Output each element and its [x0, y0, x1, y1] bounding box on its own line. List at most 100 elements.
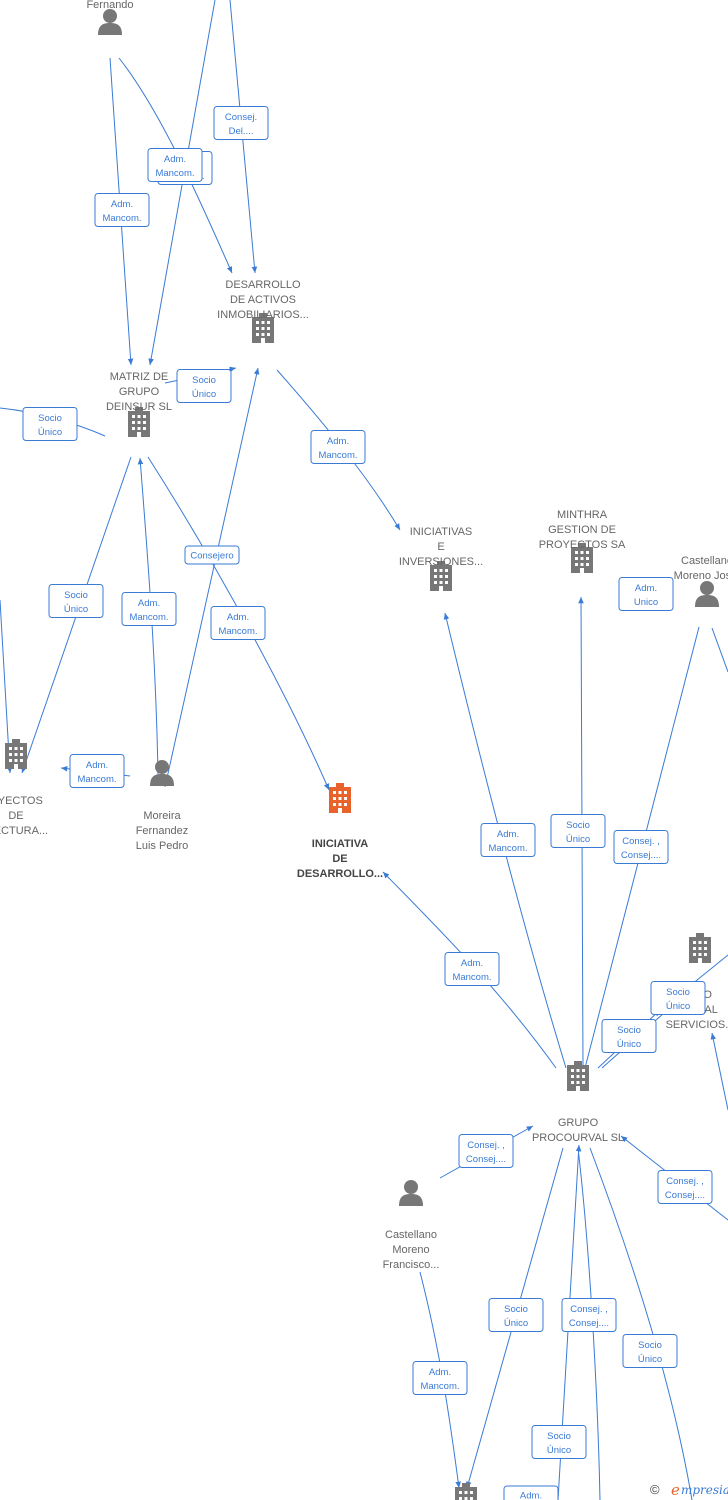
edge-label[interactable]: Consej. ,Consej.... [613, 830, 669, 864]
node-iniciativa-desarrollo[interactable]: INICIATIVADEDESARROLLO... [297, 783, 383, 880]
node-label-line: GESTION DE [548, 524, 616, 536]
edge-label-box [488, 1298, 544, 1332]
node-label-line: DEINSUR SL [106, 401, 172, 413]
edge-label-text: Consej.... [466, 1154, 506, 1165]
edge-label-text: Socio [666, 987, 690, 998]
building-icon [689, 933, 711, 963]
edge-label-text: Consejero [190, 551, 233, 562]
edge-label-box [657, 1170, 713, 1204]
edge-label-text: Consej. , [570, 1304, 608, 1315]
node-label-line: ITECTURA... [0, 825, 48, 837]
edge-label[interactable]: Consej. , Consej.... [458, 1134, 514, 1168]
edge-label-text: Adm. [164, 154, 186, 165]
node-label-line: INICIATIVAS [410, 526, 473, 538]
edge-label[interactable]: Adm. Unico [618, 577, 674, 611]
node-proyectos-arq[interactable]: OYECTOSDEITECTURA... [0, 739, 48, 837]
edge-label[interactable]: Adm.Mancom. [210, 606, 266, 640]
edge-label[interactable]: Adm.Mancom. [121, 592, 177, 626]
node-label-line: Moreno [392, 1244, 429, 1256]
edge-label-text: Del.... [229, 126, 254, 137]
edge-label-text: Adm. [138, 598, 160, 609]
edge-label-box [121, 592, 177, 626]
edge-label[interactable]: Adm.Mancom. [412, 1361, 468, 1395]
edge-label[interactable]: Adm.Mancom. [147, 148, 203, 182]
edge-label-text: Mancom. [77, 774, 116, 785]
edge-label[interactable]: Adm. [503, 1485, 559, 1500]
edge-label[interactable]: Consej.Del.... [213, 106, 269, 140]
edge-label-text: Unico [634, 597, 658, 608]
edge-label-text: Socio [192, 375, 216, 386]
edge-label[interactable]: Adm.Mancom. [94, 193, 150, 227]
edge-label-text: Adm. [635, 583, 657, 594]
edge-label[interactable]: Adm.Mancom. [69, 754, 125, 788]
edge-label[interactable]: Consej. ,Consej.... [561, 1298, 617, 1332]
edge-label-box [561, 1298, 617, 1332]
edge-label-text: Mancom. [420, 1381, 459, 1392]
edge-line [710, 1032, 728, 1111]
edge-label-box [48, 584, 104, 618]
node-label-line: Moreira [143, 810, 181, 822]
edge-label-box [531, 1425, 587, 1459]
edge-label-box [310, 430, 366, 464]
brand-watermark: © e mpresia [650, 1481, 728, 1499]
edge-label[interactable]: Adm.Mancom. [310, 430, 366, 464]
edge-label-text: Adm. [327, 436, 349, 447]
node-fernando[interactable]: Fernando [86, 0, 134, 35]
copyright-symbol: © [650, 1482, 660, 1497]
edge-label-text: Socio [566, 820, 590, 831]
edge-label-text: Único [504, 1318, 528, 1329]
edge-label-box [650, 981, 706, 1015]
person-icon [695, 581, 719, 607]
edge-label-text: Consej.... [665, 1190, 705, 1201]
building-icon [567, 1061, 589, 1091]
edge-label-box [412, 1361, 468, 1395]
edge-label-text: Socio [38, 413, 62, 424]
node-castellano-francisco[interactable]: CastellanoMorenoFrancisco... [383, 1180, 440, 1271]
edge-label-text: Consej.... [621, 850, 661, 861]
edge-line [711, 627, 728, 673]
edge-label-text: Adm. [520, 1491, 542, 1500]
edge-label-box [210, 606, 266, 640]
node-label-line: DE [8, 810, 23, 822]
node-label-line: DESARROLLO... [297, 868, 383, 880]
edge-label-text: Consej. , [467, 1140, 505, 1151]
edge-label-text: Socio [617, 1025, 641, 1036]
building-icon [5, 739, 27, 769]
brand-logo-text: mpresia [681, 1483, 728, 1497]
edge-label-text: Único [666, 1001, 690, 1012]
node-label-line: E [437, 541, 444, 553]
edge-label-text: Único [192, 389, 216, 400]
edge-label[interactable]: Consej. ,Consej.... [657, 1170, 713, 1204]
node-label-line: Fernando [86, 0, 133, 11]
node-label-line: PROYECTOS SA [539, 539, 626, 551]
edge-label[interactable]: Consejero [184, 545, 240, 565]
edge-label-box [147, 148, 203, 182]
node-label-line: GRUPO [558, 1117, 599, 1129]
edge-label[interactable]: Adm.Mancom. [444, 952, 500, 986]
edge-label-text: Mancom. [488, 843, 527, 854]
edge-label-text: Adm. [461, 958, 483, 969]
edge-label-box [480, 823, 536, 857]
node-label-line: DE [332, 853, 347, 865]
edge-label[interactable]: Adm.Mancom. [480, 823, 536, 857]
edge-label-text: Socio [504, 1304, 528, 1315]
node-iniciativas-inversiones[interactable]: INICIATIVASEINVERSIONES... [399, 526, 483, 591]
edge-label-text: Único [64, 604, 88, 615]
